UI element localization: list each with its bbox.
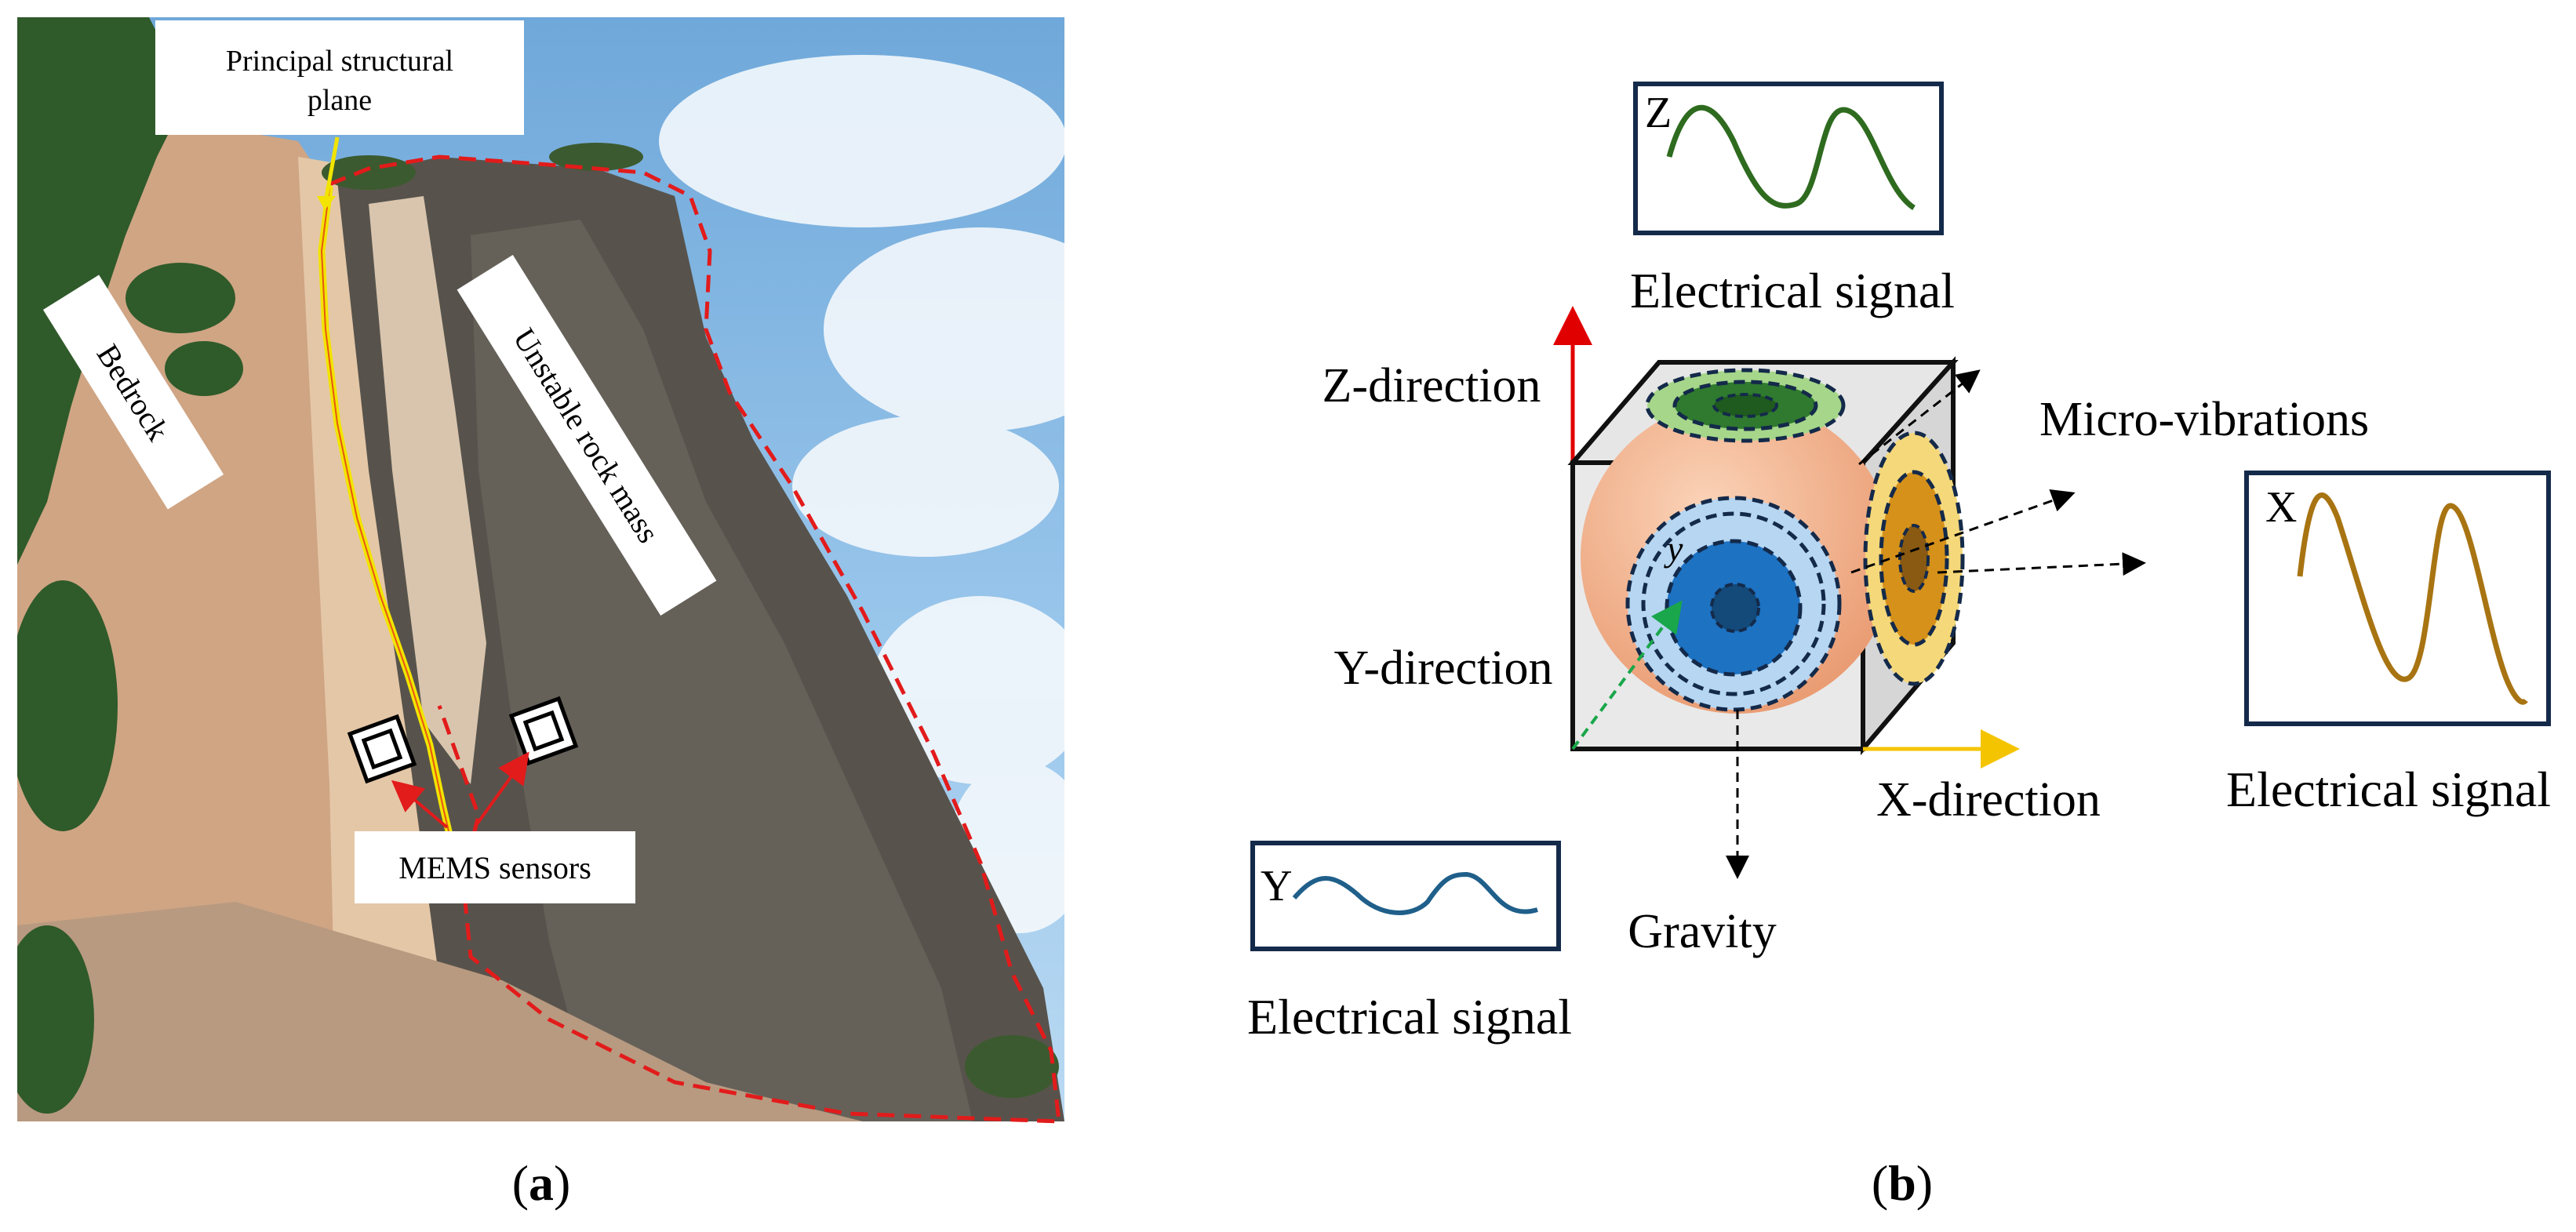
pale-streak [369, 196, 486, 784]
principal-plane-label-line2: plane [307, 84, 372, 117]
unstable-mass-boundary [329, 154, 1061, 1124]
y-direction-label: Y-direction [1334, 641, 1553, 695]
sensor-cube: y [1567, 356, 1965, 756]
caption-a: (a) [512, 1155, 571, 1211]
panel-a: Principal structural plane Bedrock Unsta… [17, 17, 1064, 1211]
micro-vibrations-label: Micro-vibrations [2039, 393, 2369, 446]
front-electrode [1625, 496, 1842, 712]
principal-plane-pointer [323, 136, 340, 203]
z-signal-wave [1666, 104, 1916, 210]
mems-sensors-label-text: MEMS sensors [398, 850, 591, 885]
x-signal-wave [2297, 492, 2528, 705]
clouds [659, 55, 1064, 933]
gravity-label: Gravity [1628, 905, 1776, 958]
vibration-arrow-3 [1937, 552, 2146, 576]
x-signal-axis-label: X [2265, 483, 2297, 532]
mems-sensor-1 [347, 714, 417, 784]
z-direction-label: Z-direction [1323, 359, 1541, 412]
z-signal-box: Z [1633, 82, 1944, 235]
top-electrode [1645, 368, 1846, 443]
mems-arrow-2 [473, 751, 529, 829]
y-signal-box: Y [1250, 841, 1561, 951]
mems-sensors-label: MEMS sensors [355, 831, 635, 903]
right-electrode [1863, 431, 1965, 686]
inner-y-label: y [1664, 529, 1683, 569]
cliff-photo [17, 17, 1064, 1121]
z-signal-label: Electrical signal [1630, 263, 1955, 318]
x-signal-box: X [2244, 471, 2551, 726]
z-signal-axis-label: Z [1645, 89, 1672, 137]
mems-sensor-2 [508, 696, 579, 766]
vibration-arrow-1 [1858, 369, 1981, 466]
panel-b: Z Electrical signal Z-direction [1247, 82, 2551, 1211]
y-signal-label: Electrical signal [1247, 989, 1572, 1045]
vegetation [17, 17, 243, 1114]
caption-b: (b) [1872, 1155, 1933, 1211]
vibration-arrow-2 [1850, 489, 2076, 574]
x-signal-label: Electrical signal [2226, 761, 2551, 817]
y-axis-arrow [1571, 600, 1683, 750]
y-signal-wave [1292, 871, 1538, 915]
y-signal-axis-label: Y [1261, 862, 1292, 910]
x-direction-label: X-direction [1876, 773, 2101, 827]
mems-arrow-1 [391, 780, 449, 829]
ridge-vegetation [322, 143, 1059, 1098]
principal-plane-label: Principal structural plane [155, 20, 524, 135]
principal-plane-label-line1: Principal structural [226, 45, 453, 78]
scree-slope [17, 902, 863, 1121]
